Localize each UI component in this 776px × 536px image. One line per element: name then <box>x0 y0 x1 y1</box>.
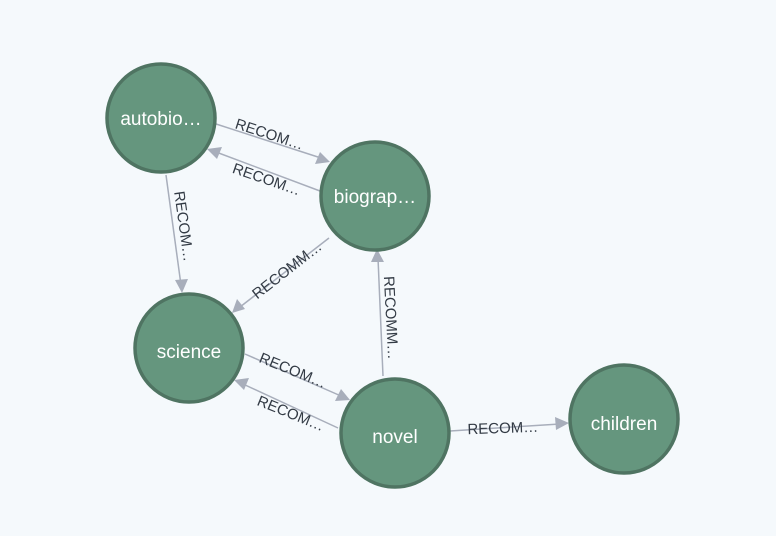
node-science[interactable]: science <box>133 292 245 404</box>
edge-autobiography-to-science[interactable]: RECOM… <box>165 174 197 293</box>
node-label-novel: novel <box>372 427 417 448</box>
node-biography[interactable]: biograp… <box>319 140 431 252</box>
edge-label-autobiography-to-science: RECOM… <box>170 190 197 263</box>
edge-novel-to-children[interactable]: RECOM… <box>449 417 569 438</box>
edge-label-biography-to-science: RECOMM… <box>249 238 325 303</box>
edge-biography-to-autobiography[interactable]: RECOM… <box>207 147 321 199</box>
edge-label-autobiography-to-biography: RECOM… <box>233 116 306 154</box>
node-label-children: children <box>591 414 658 435</box>
edge-novel-to-biography[interactable]: RECOMM… <box>371 249 401 377</box>
edge-biography-to-science[interactable]: RECOMM… <box>232 237 330 313</box>
node-children[interactable]: children <box>568 363 680 475</box>
edge-label-biography-to-autobiography: RECOM… <box>230 160 303 199</box>
edge-label-novel-to-science: RECOM… <box>255 393 327 435</box>
node-label-biography: biograp… <box>334 187 416 208</box>
nodes-layer: autobio… biograp… science novel children <box>105 62 680 489</box>
node-label-science: science <box>157 342 221 363</box>
edge-label-science-to-novel: RECOM… <box>257 350 329 392</box>
node-autobiography[interactable]: autobio… <box>105 62 217 174</box>
node-novel[interactable]: novel <box>339 377 451 489</box>
node-label-autobiography: autobio… <box>120 109 201 130</box>
edge-label-novel-to-children: RECOM… <box>467 419 538 438</box>
edge-label-novel-to-biography: RECOMM… <box>380 276 401 360</box>
